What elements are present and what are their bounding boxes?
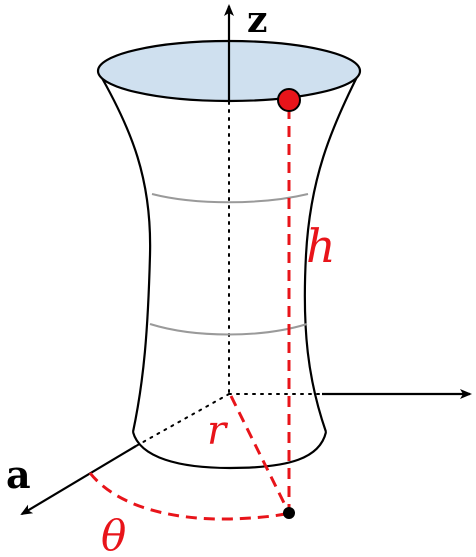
angle-label: θ bbox=[101, 511, 126, 557]
hidden-a-axis bbox=[135, 393, 230, 447]
a-axis bbox=[20, 445, 137, 516]
hyperboloid-right-side bbox=[303, 70, 361, 433]
hyperboloid-left-side bbox=[97, 70, 152, 433]
upper-band bbox=[151, 193, 309, 204]
angle-arc bbox=[88, 472, 290, 521]
point-on-surface bbox=[277, 88, 301, 112]
projected-point bbox=[283, 507, 295, 519]
lower-band bbox=[149, 323, 308, 336]
height-label: h bbox=[306, 219, 336, 273]
z-axis-label: z bbox=[247, 0, 267, 41]
radius-line bbox=[229, 395, 291, 514]
a-axis-label: a bbox=[6, 452, 31, 497]
radius-label: r bbox=[207, 408, 229, 454]
hyperboloid-bottom-rim bbox=[131, 431, 328, 470]
